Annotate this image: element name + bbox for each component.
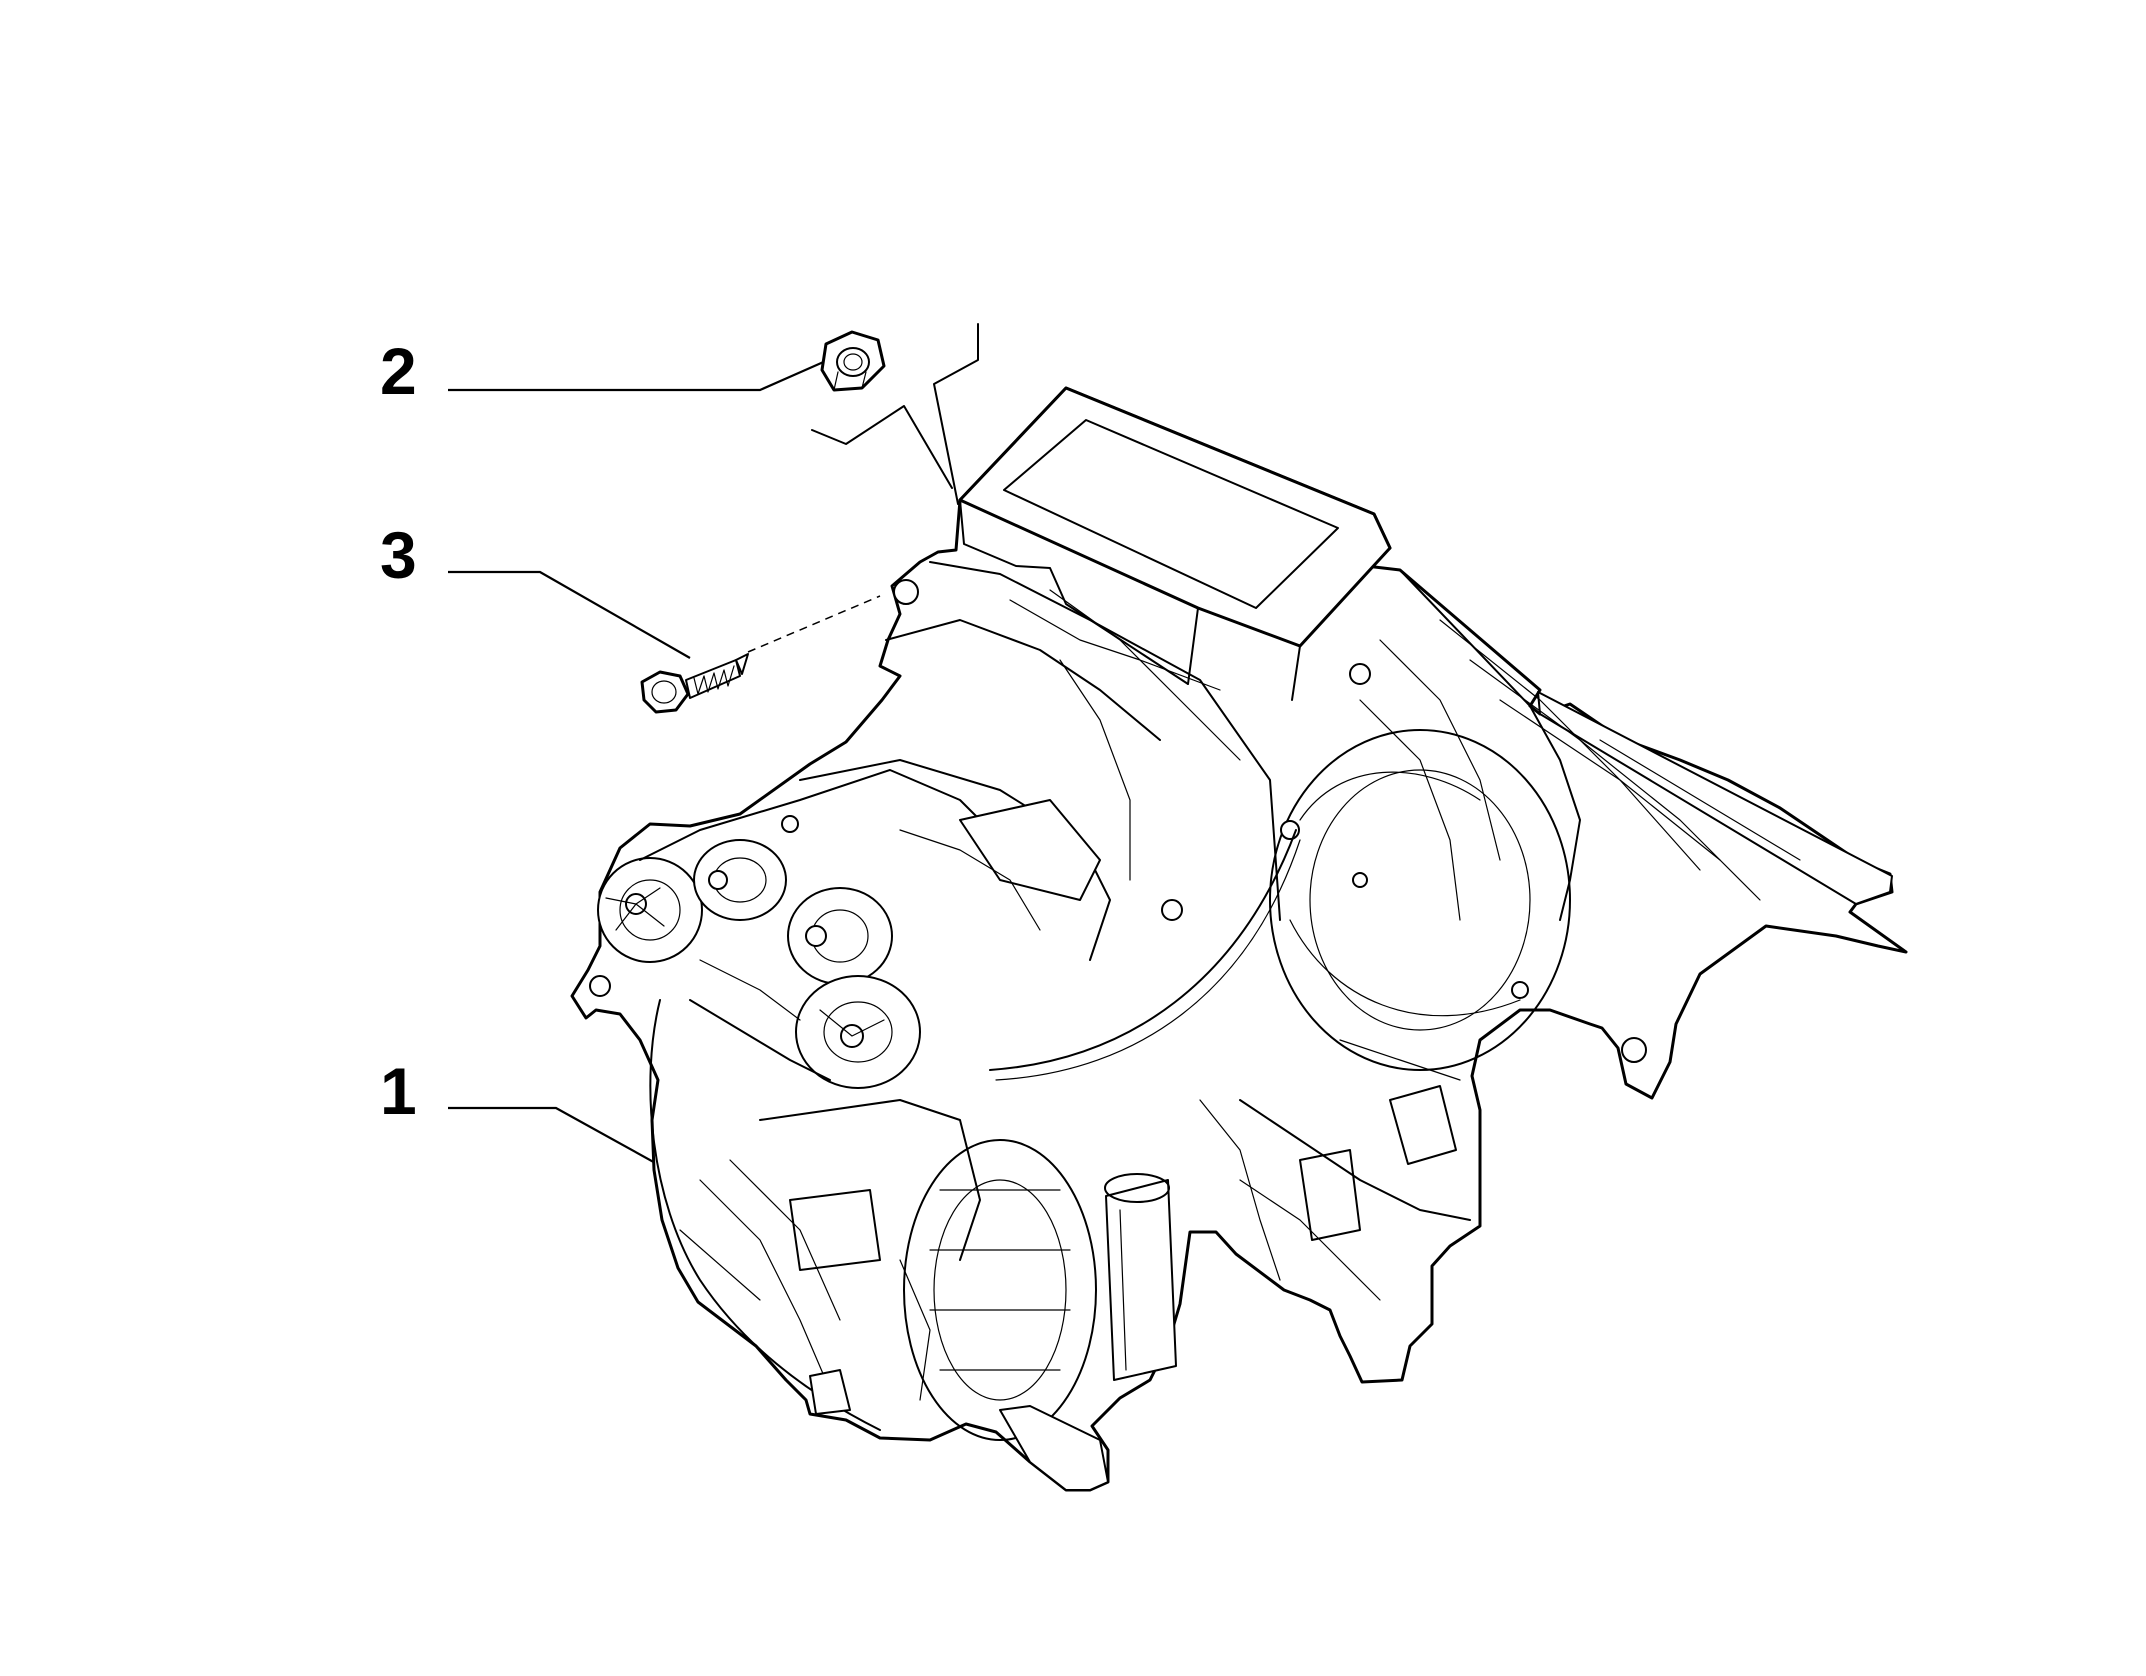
screw-part <box>640 595 881 714</box>
callout-label-3: 3 <box>380 518 417 592</box>
cylinder-component <box>1104 1173 1177 1381</box>
callout-label-2: 2 <box>380 334 417 408</box>
callout-1[interactable]: 1 <box>380 1054 669 1171</box>
leader-line-2 <box>448 358 829 392</box>
actuator-lower <box>795 975 921 1089</box>
callout-2[interactable]: 2 <box>380 334 829 408</box>
heater-blower-assembly <box>570 323 1908 1492</box>
leader-line-1 <box>448 1106 669 1171</box>
leader-line-3 <box>448 570 691 659</box>
actuator-mid <box>693 839 787 921</box>
callout-3[interactable]: 3 <box>380 518 691 659</box>
actuator-center <box>787 887 893 985</box>
callout-label-1: 1 <box>380 1054 417 1128</box>
nut-part <box>820 330 886 392</box>
actuator-left <box>597 857 703 963</box>
